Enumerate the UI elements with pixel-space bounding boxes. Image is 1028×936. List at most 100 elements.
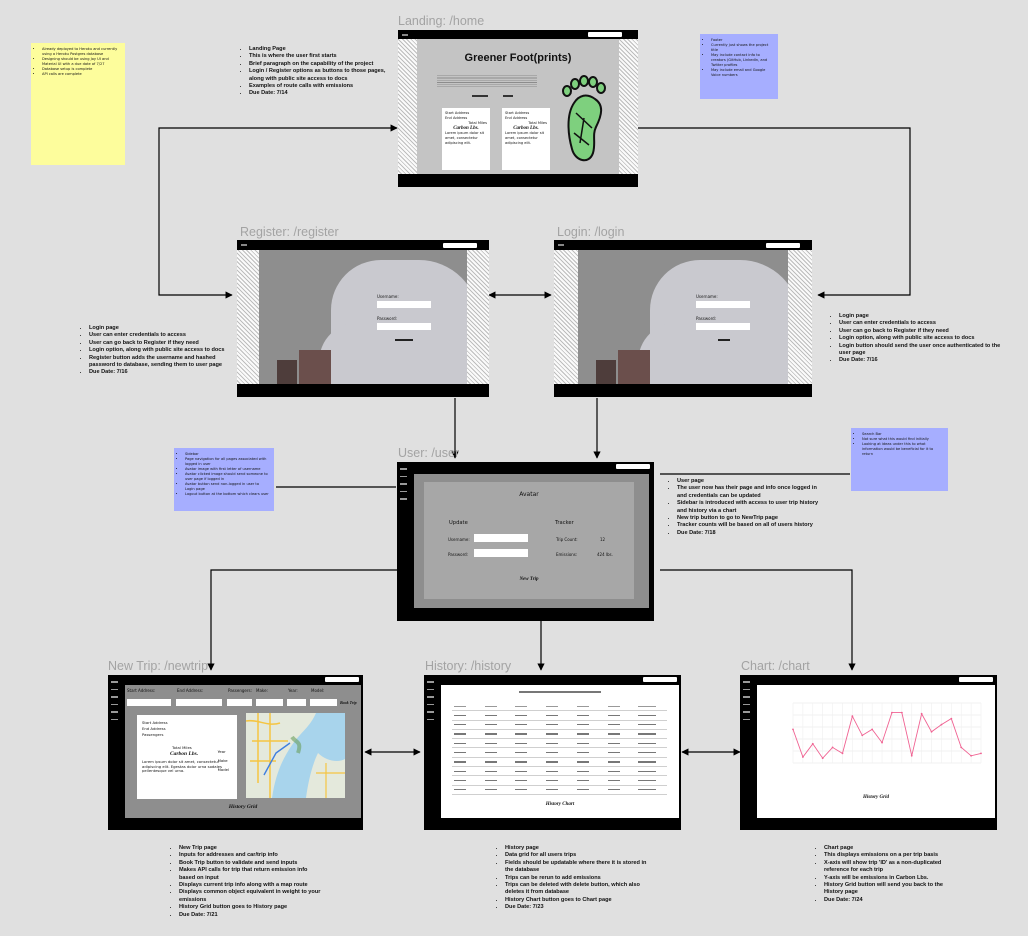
table-cell	[575, 786, 606, 794]
search-input[interactable]	[616, 464, 650, 469]
table-row[interactable]	[452, 748, 667, 758]
table-row[interactable]	[452, 711, 667, 721]
search-input[interactable]	[325, 677, 359, 682]
passengers-label: Passengers:	[228, 688, 252, 693]
search-input[interactable]	[643, 677, 677, 682]
note-item: Looking at ideas under this to what info…	[862, 442, 943, 457]
end-address-field[interactable]	[176, 699, 222, 706]
table-cell	[544, 758, 575, 766]
note-item: Footer	[711, 38, 773, 43]
emissions-line-chart	[792, 702, 982, 764]
route-map	[246, 713, 345, 798]
series-line	[792, 712, 982, 759]
table-cell	[483, 730, 514, 738]
description-newtrip: New Trip pageInputs for addresses and ca…	[172, 845, 324, 919]
register-link[interactable]	[472, 95, 488, 97]
grid-header-row	[452, 702, 667, 712]
description-landing: Landing PageThis is where the user first…	[242, 46, 387, 98]
password-field[interactable]	[377, 323, 431, 330]
book-trip-button[interactable]: Book Trip	[340, 700, 357, 705]
bullet-item: Due Date: 7/24	[824, 897, 957, 904]
data-point	[930, 730, 933, 733]
table-row[interactable]	[452, 739, 667, 749]
note-item: Avatar clicked image should send someone…	[185, 472, 269, 482]
frame-history: History Chart	[424, 675, 681, 830]
card-carbon: Carbon Lbs.	[453, 126, 479, 131]
note-item: Already deployed to Heroku and currently…	[42, 47, 120, 57]
search-input[interactable]	[443, 242, 477, 248]
make-field[interactable]	[256, 699, 283, 706]
table-cell	[452, 758, 483, 766]
bullet-item: Examples of route calls with emissions	[249, 83, 387, 90]
trip-info-card: Start Address End Address Passengers Yea…	[137, 715, 237, 799]
table-row[interactable]	[452, 776, 667, 786]
new-trip-button[interactable]: New Trip	[519, 577, 539, 582]
bullet-item: Register button adds the username and ha…	[89, 355, 232, 370]
table-cell	[575, 758, 606, 766]
history-grid-button[interactable]: History Grid	[863, 795, 889, 800]
password-label: Password:	[377, 316, 398, 321]
table-cell	[513, 767, 544, 775]
history-grid-button[interactable]: History Grid	[228, 804, 258, 810]
table-cell	[636, 776, 667, 784]
password-field[interactable]	[696, 323, 750, 330]
avatar[interactable]: Avatar	[519, 491, 539, 498]
bullet-item: User can go back to Register if they nee…	[839, 328, 1012, 335]
bullet-item: The user now has their page and info onc…	[677, 485, 820, 500]
bullet-item: New trip button to go to NewTrip page	[677, 515, 820, 522]
data-point	[960, 746, 963, 749]
search-input[interactable]	[959, 677, 993, 682]
table-cell	[483, 758, 514, 766]
bullet-item: Trips can be deleted with delete button,…	[505, 882, 650, 897]
start-address-field[interactable]	[127, 699, 171, 706]
sticky-note-search: Search BarNot sure what this would find …	[851, 428, 948, 491]
table-cell	[636, 758, 667, 766]
year-field[interactable]	[287, 699, 306, 706]
table-cell	[452, 748, 483, 756]
bullet-item: Due Date: 7/16	[89, 369, 232, 376]
table-row[interactable]	[452, 730, 667, 740]
table-cell	[544, 786, 575, 794]
login-link[interactable]	[503, 95, 513, 97]
description-chart: Chart pageThis displays emissions on a p…	[817, 845, 957, 904]
bullet-item: Displays current trip info along with a …	[179, 882, 324, 889]
table-row[interactable]	[452, 758, 667, 768]
table-row[interactable]	[452, 767, 667, 777]
data-point	[811, 742, 814, 745]
password-field[interactable]	[474, 549, 528, 557]
table-cell	[606, 786, 637, 794]
table-row[interactable]	[452, 786, 667, 795]
table-cell	[513, 748, 544, 756]
footer	[554, 384, 812, 397]
note-item: May include email and Google Voice numbe…	[711, 68, 773, 78]
note-item: Currently just shows the project title	[711, 43, 773, 53]
data-point	[891, 711, 893, 714]
bullet-item: Login button should send the user once a…	[839, 343, 1012, 358]
search-input[interactable]	[766, 242, 800, 248]
sidebar	[108, 675, 122, 830]
table-cell	[483, 739, 514, 747]
sidebar	[424, 675, 438, 830]
table-cell	[513, 711, 544, 719]
username-field[interactable]	[474, 534, 528, 542]
passengers-field[interactable]	[227, 699, 252, 706]
data-point	[910, 754, 913, 757]
sidebar	[397, 462, 411, 621]
model-field[interactable]	[310, 699, 337, 706]
frame-user: Avatar Update Tracker Username: Password…	[397, 462, 654, 621]
frame-landing: Greener Foot(prints) Start Address End A…	[398, 30, 638, 187]
data-point	[980, 752, 982, 755]
register-button[interactable]	[395, 339, 413, 341]
username-field[interactable]	[696, 301, 750, 308]
card-year: Year	[217, 749, 226, 754]
end-address-label: End Address:	[177, 688, 204, 693]
username-field[interactable]	[377, 301, 431, 308]
status-list: Already deployed to Heroku and currently…	[37, 47, 120, 77]
table-row[interactable]	[452, 721, 667, 730]
frame-newtrip: Start Address: End Address: Passengers: …	[108, 675, 363, 830]
table-cell	[513, 776, 544, 784]
history-chart-button[interactable]: History Chart	[545, 802, 575, 807]
login-button[interactable]	[718, 339, 730, 341]
search-input[interactable]	[588, 32, 622, 37]
table-cell	[544, 739, 575, 747]
